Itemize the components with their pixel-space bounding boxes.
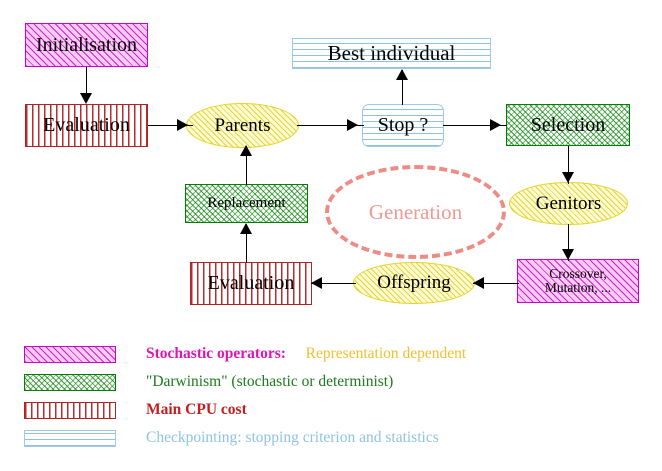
edge-evaluation-to-parents xyxy=(148,125,193,127)
arrowhead-up xyxy=(396,69,408,80)
edge-replacement-to-parents xyxy=(246,146,248,185)
node-evaluation-bottom[interactable]: Evaluation xyxy=(190,262,312,305)
node-crossover-mutation[interactable]: Crossover, Mutation, ... xyxy=(517,259,639,303)
legend-label-part: Stochastic operators: xyxy=(146,345,286,362)
node-label: Replacement xyxy=(207,194,286,211)
legend-label: Stochastic operators: Representation dep… xyxy=(146,345,466,363)
node-label: Evaluation xyxy=(207,272,295,294)
node-label: Selection xyxy=(530,113,606,136)
node-best-individual[interactable]: Best individual xyxy=(292,38,491,69)
arrowhead-down xyxy=(80,93,92,104)
node-generation-loop: Generation xyxy=(325,165,506,259)
arrowhead-down xyxy=(562,249,574,260)
legend-row-stochastic-operators: Stochastic operators: Representation dep… xyxy=(24,345,466,363)
legend-swatch-red-vertical-stripes xyxy=(24,401,116,419)
arrowhead-left xyxy=(473,277,484,289)
edge-stop-to-best-individual xyxy=(402,70,404,105)
arrowhead-left xyxy=(311,277,322,289)
edge-selection-to-genitors xyxy=(568,146,570,184)
node-evaluation-top[interactable]: Evaluation xyxy=(25,104,148,147)
node-genitors[interactable]: Genitors xyxy=(509,182,628,225)
legend-row-checkpointing: Checkpointing: stopping criterion and st… xyxy=(24,429,439,447)
node-parents[interactable]: Parents xyxy=(186,103,299,148)
node-offspring[interactable]: Offspring xyxy=(353,262,475,304)
node-label: Parents xyxy=(214,114,271,136)
node-label: Offspring xyxy=(377,272,451,293)
legend-row-main-cpu-cost: Main CPU cost xyxy=(24,401,247,419)
node-replacement[interactable]: Replacement xyxy=(185,184,308,223)
legend-label: Checkpointing: stopping criterion and st… xyxy=(146,429,439,446)
edge-evaluation-to-replacement xyxy=(246,224,248,263)
node-label: Evaluation xyxy=(43,114,130,136)
edge-stop-to-selection xyxy=(443,125,507,127)
node-label: Crossover, Mutation, ... xyxy=(544,265,612,295)
arrowhead-down xyxy=(562,172,574,183)
legend-swatch-magenta-diagonal-hatch xyxy=(24,345,116,363)
arrowhead-up xyxy=(240,145,252,156)
node-stop[interactable]: Stop ? xyxy=(362,104,444,147)
node-label: Best individual xyxy=(327,41,456,66)
edge-parents-to-stop xyxy=(297,125,364,127)
node-label: Stop ? xyxy=(377,114,429,136)
edge-crossover-to-offspring xyxy=(473,283,519,285)
node-label: Generation xyxy=(368,199,463,224)
node-label: Initialisation xyxy=(35,33,138,56)
legend-swatch-green-crosshatch xyxy=(24,373,116,391)
arrowhead-right xyxy=(490,119,501,131)
legend-row-darwinism: "Darwinism" (stochastic or determinist) xyxy=(24,373,393,391)
legend-swatch-blue-horizontal-lines xyxy=(24,429,116,447)
arrowhead-up xyxy=(240,223,252,234)
ellipse-shape xyxy=(186,103,299,148)
edge-initialisation-to-evaluation xyxy=(86,67,88,99)
node-label: Genitors xyxy=(535,192,602,214)
legend-label: Main CPU cost xyxy=(146,401,247,418)
arrowhead-right xyxy=(177,119,188,131)
edge-offspring-to-evaluation xyxy=(311,283,356,285)
arrowhead-right xyxy=(347,119,358,131)
edge-genitors-to-crossover xyxy=(568,224,570,261)
node-initialisation[interactable]: Initialisation xyxy=(25,23,148,67)
legend-label: "Darwinism" (stochastic or determinist) xyxy=(146,373,394,390)
node-selection[interactable]: Selection xyxy=(506,104,630,146)
legend-label-part: Representation dependent xyxy=(305,345,467,362)
